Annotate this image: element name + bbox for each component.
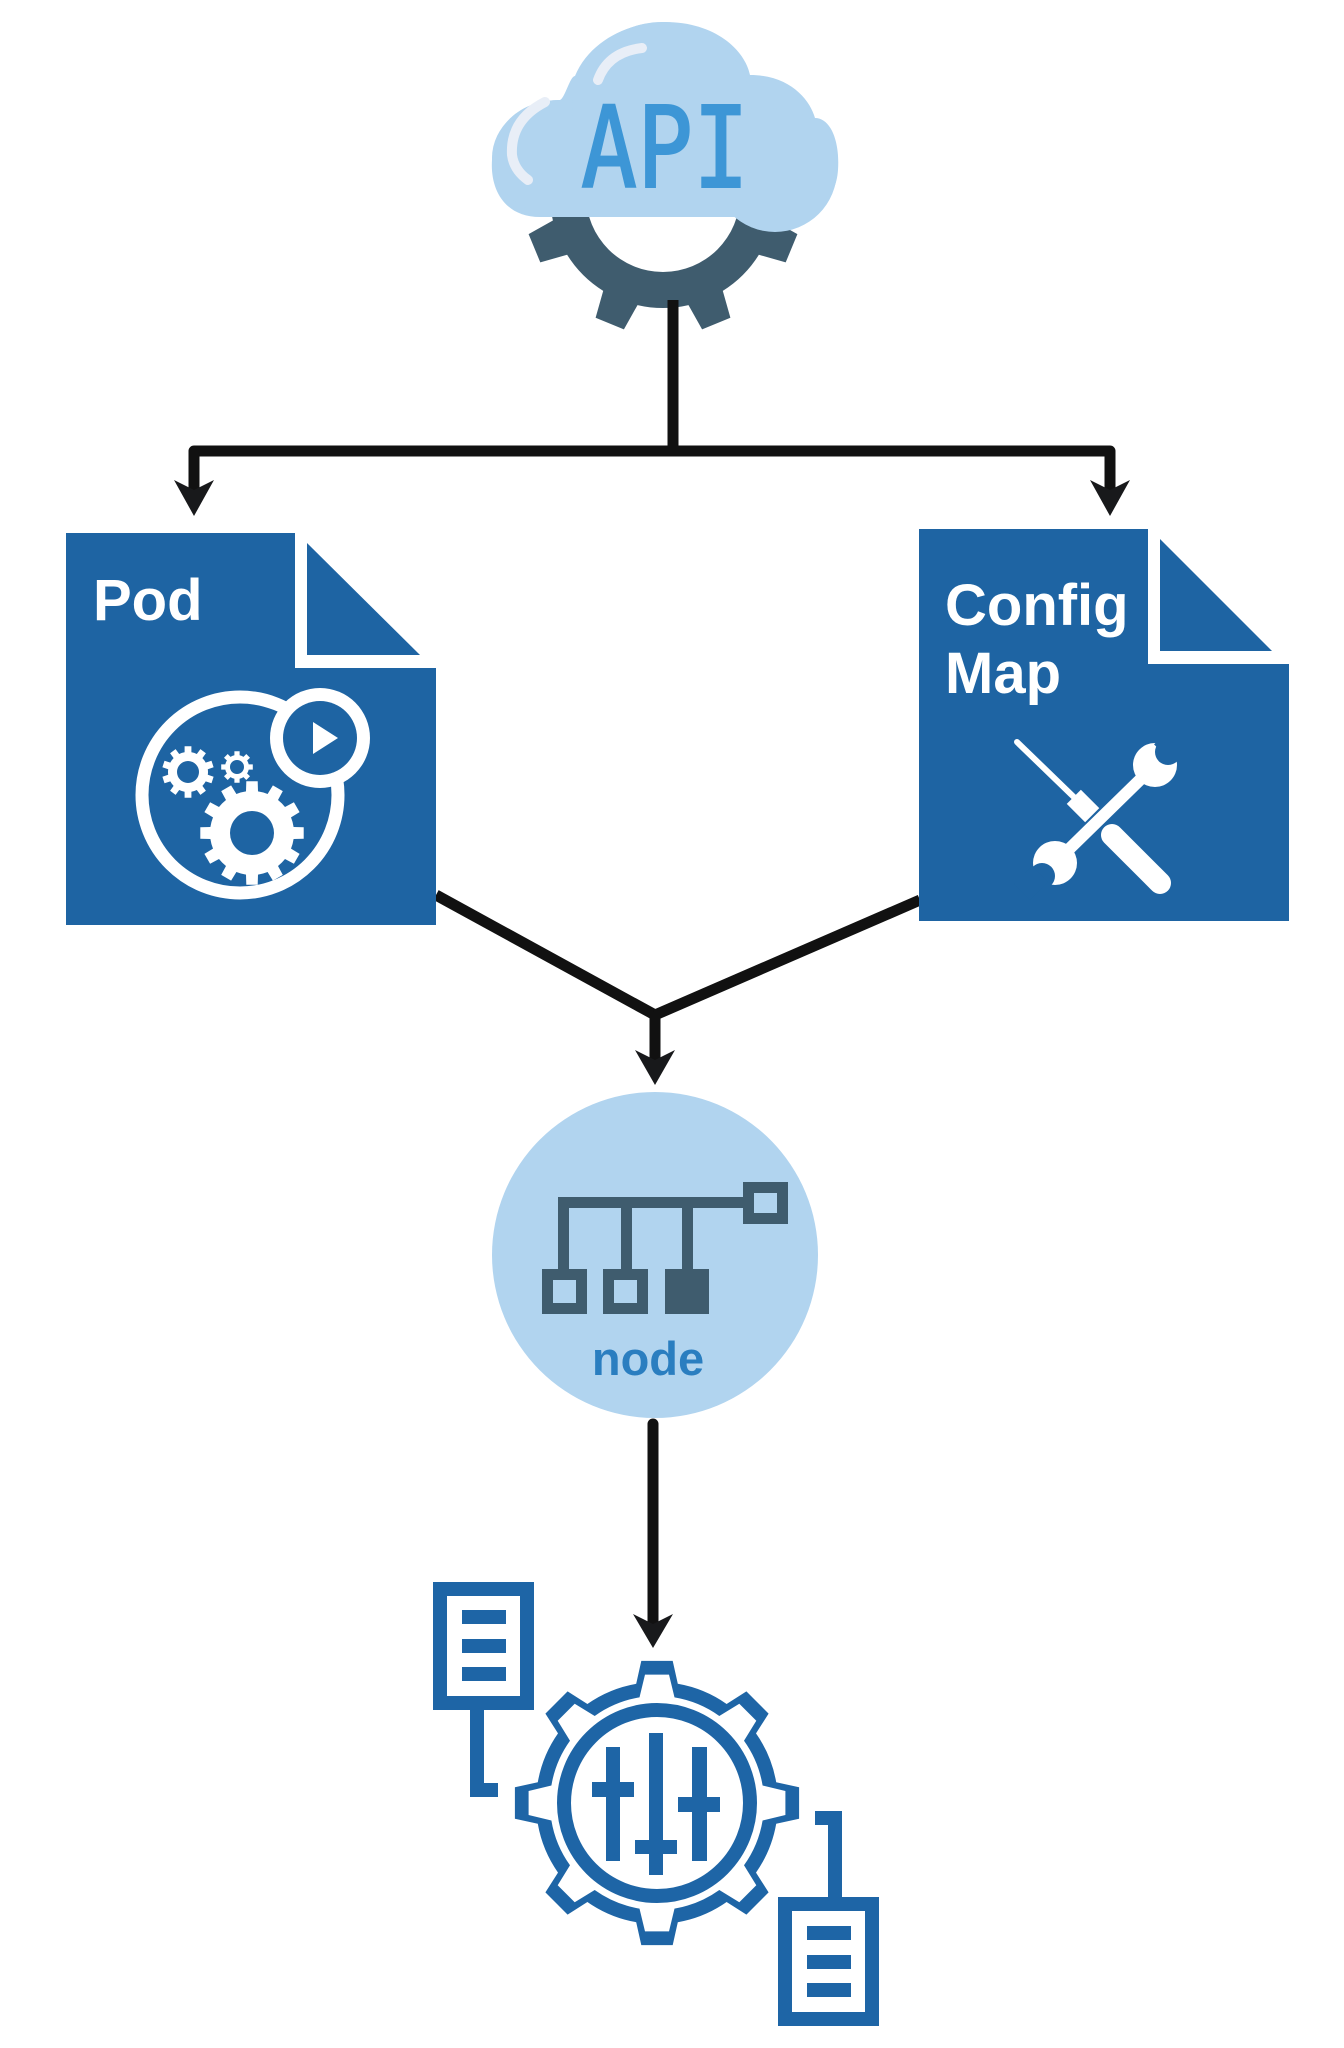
node-node[interactable]: node [492,1092,818,1418]
pod-document-shape [66,533,436,925]
play-icon [313,722,338,754]
node-label: node [592,1332,704,1385]
arrowheads [174,480,1130,1648]
wrench-icon [1014,726,1188,900]
arrowhead-icon [635,1050,675,1085]
configmap-label-line1: Config [945,573,1129,638]
arrowhead-icon [1090,480,1130,516]
api-label: API [581,84,749,214]
settings-gear-icon [514,1660,800,1946]
document-icon [778,1811,879,2026]
cloud-icon [491,22,839,232]
edge-pod-to-node [433,890,658,1020]
screwdriver-wrench-icon [1014,726,1188,900]
pod-document-fold [307,543,420,655]
node-circle [492,1092,818,1418]
connectors [188,300,1116,1634]
cloud-highlight [506,97,550,185]
configmap-node[interactable]: Config Map [919,529,1289,921]
configmap-document-fold [1160,539,1272,651]
cloud-highlight [593,43,647,85]
arrowhead-icon [174,480,214,516]
edge-configmap-to-node [652,894,923,1021]
sliders-icon [592,1733,720,1875]
network-hierarchy-icon [542,1182,788,1314]
configuration-node[interactable] [433,1582,879,2026]
edge-api-branch [188,445,1116,495]
document-icon [433,1582,534,1797]
pod-gears-play-icon [135,688,370,900]
pod-node[interactable]: Pod [66,533,436,925]
pod-label: Pod [93,568,203,633]
arrowhead-icon [633,1614,673,1648]
configmap-label-line2: Map [945,641,1061,706]
screwdriver-icon [1014,739,1171,894]
configmap-document-shape [919,529,1289,921]
api-node[interactable]: API [491,22,839,330]
